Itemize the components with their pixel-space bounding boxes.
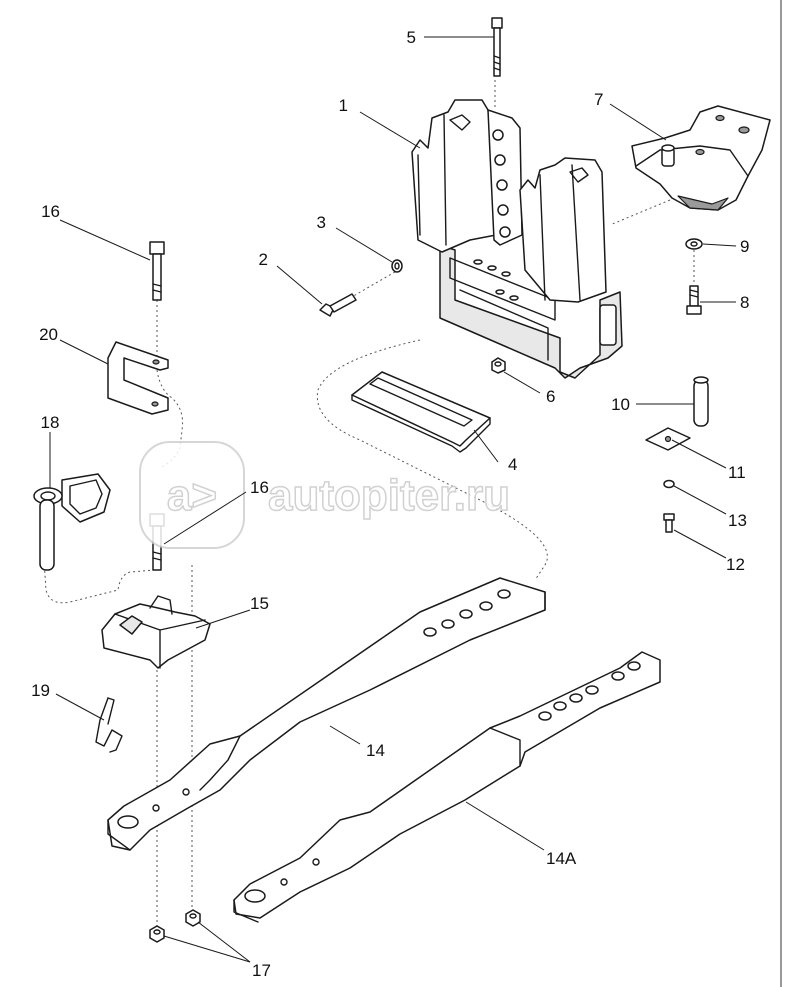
bolt-part-2 bbox=[319, 293, 357, 317]
lower-link-arm-part-14a bbox=[233, 651, 661, 923]
watermark-logo-glyph: a> bbox=[167, 471, 217, 520]
nuts-part-17 bbox=[149, 909, 201, 943]
callout-2: 2 bbox=[259, 250, 268, 269]
callout-19: 19 bbox=[31, 681, 50, 700]
slide-plate-part-4 bbox=[351, 371, 491, 453]
callout-20: 20 bbox=[39, 325, 58, 344]
callout-10: 10 bbox=[611, 395, 630, 414]
callout-14a: 14A bbox=[546, 849, 577, 868]
callout-labels: 1 2 3 4 5 6 7 8 9 10 11 12 13 14 14A 15 … bbox=[31, 28, 749, 980]
bolt-part-16-top bbox=[149, 241, 165, 301]
watermark: a> autopiter.ru bbox=[139, 441, 511, 549]
lynch-pin-part-18 bbox=[33, 473, 111, 571]
callout-18: 18 bbox=[41, 413, 60, 432]
callout-5: 5 bbox=[407, 28, 416, 47]
leader-lines bbox=[49, 36, 737, 963]
callout-17: 17 bbox=[252, 961, 271, 980]
callout-16-lower: 16 bbox=[250, 478, 269, 497]
callout-6: 6 bbox=[546, 387, 555, 406]
screw-part-12 bbox=[663, 513, 675, 533]
bolt-part-8 bbox=[686, 285, 702, 315]
nut-part-6 bbox=[491, 357, 506, 374]
callout-1: 1 bbox=[339, 96, 348, 115]
pin-part-10 bbox=[693, 376, 709, 427]
hitch-frame-part-1 bbox=[411, 99, 623, 379]
callout-12: 12 bbox=[726, 555, 745, 574]
callout-4: 4 bbox=[508, 455, 517, 474]
washer-part-13 bbox=[663, 479, 675, 489]
callout-9: 9 bbox=[740, 237, 749, 256]
callout-16-top: 16 bbox=[41, 202, 60, 221]
plate-part-11 bbox=[645, 427, 691, 451]
lower-link-arm-part-14 bbox=[107, 577, 546, 851]
callout-15: 15 bbox=[250, 594, 269, 613]
callout-13: 13 bbox=[728, 511, 747, 530]
callout-3: 3 bbox=[317, 213, 326, 232]
bolt-part-5 bbox=[491, 17, 503, 77]
assembly-guide-lines bbox=[43, 80, 695, 935]
callout-7: 7 bbox=[594, 90, 603, 109]
latch-block-part-15 bbox=[101, 595, 211, 669]
callout-14: 14 bbox=[366, 741, 385, 760]
watermark-text: autopiter.ru bbox=[268, 471, 510, 520]
nut-part-3 bbox=[391, 259, 403, 273]
washer-part-9 bbox=[685, 238, 703, 250]
spring-clip-part-19 bbox=[95, 697, 123, 753]
bracket-part-7 bbox=[631, 105, 771, 211]
watermark-logo bbox=[139, 441, 245, 549]
callout-11: 11 bbox=[728, 463, 746, 482]
u-bracket-part-20 bbox=[107, 341, 169, 415]
callout-8: 8 bbox=[740, 293, 749, 312]
